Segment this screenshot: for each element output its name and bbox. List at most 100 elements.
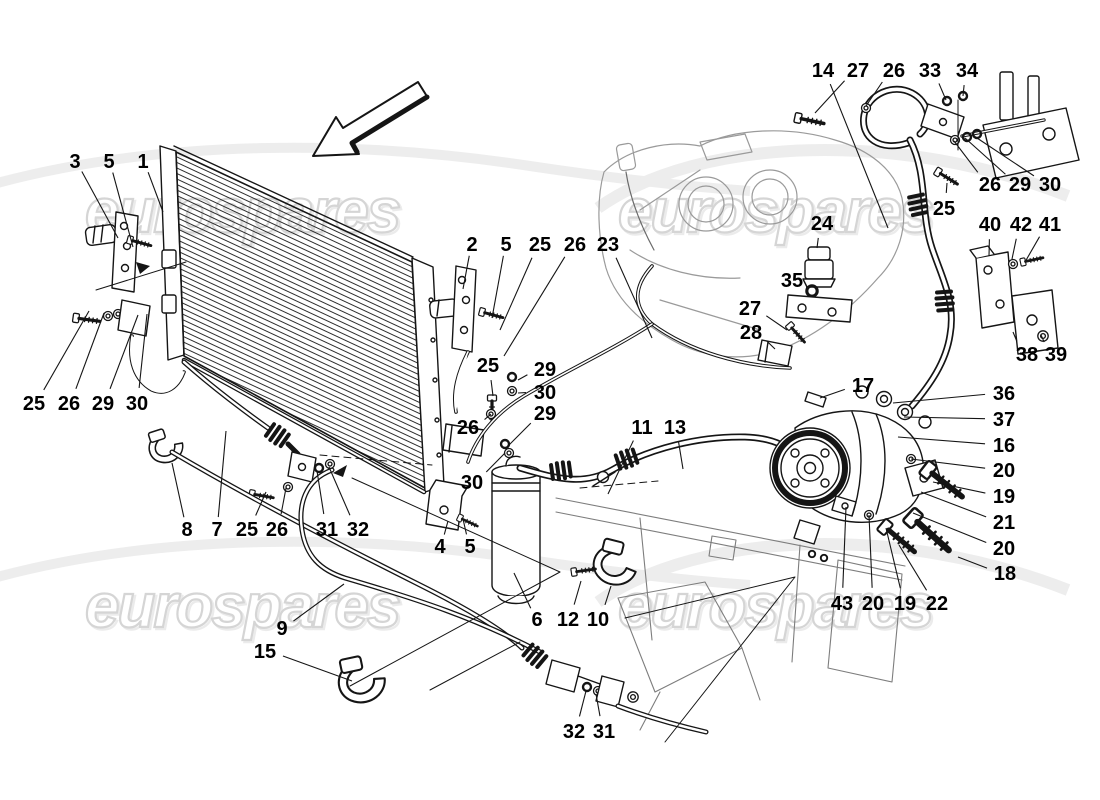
callout-label: 29 bbox=[534, 359, 556, 381]
drier-cluster bbox=[425, 371, 541, 605]
fitting-pin bbox=[577, 675, 601, 685]
subframe-rail bbox=[555, 497, 906, 567]
leader-line bbox=[1040, 334, 1045, 343]
subframe-tower bbox=[827, 559, 903, 683]
callout-label: 27 bbox=[739, 298, 761, 320]
callout-label: 16 bbox=[993, 435, 1015, 457]
mount-hole bbox=[999, 142, 1013, 156]
leader-line bbox=[293, 583, 345, 622]
union-fitting bbox=[596, 470, 610, 484]
condenser-bar-slot bbox=[434, 417, 440, 423]
bracket-hole bbox=[120, 263, 130, 273]
oring-icon bbox=[941, 95, 953, 107]
callout-label: 4 bbox=[434, 536, 446, 558]
engine-detail-line bbox=[659, 299, 761, 331]
direction-arrow-shadow bbox=[349, 94, 430, 155]
pipe-clamp bbox=[143, 423, 188, 468]
leader-line bbox=[491, 255, 504, 319]
throttle-bore-inner bbox=[687, 185, 725, 223]
callout-label: 25 bbox=[23, 393, 45, 415]
pipe-clamp-bracket bbox=[757, 339, 793, 367]
leader-line bbox=[503, 256, 566, 357]
callout-label: 17 bbox=[852, 375, 874, 397]
leader-line bbox=[814, 80, 845, 114]
manifold-cluster bbox=[757, 246, 853, 367]
compressor-port-inner bbox=[900, 407, 910, 417]
pipe-clamp bbox=[332, 650, 390, 708]
leader-line bbox=[932, 481, 986, 494]
compressor-pulley-belt bbox=[772, 430, 848, 506]
callout-label: 5 bbox=[500, 234, 511, 256]
manifold-block bbox=[785, 294, 853, 323]
leader-line bbox=[885, 527, 901, 589]
subframe-post bbox=[791, 544, 801, 663]
dashed-line bbox=[319, 454, 433, 466]
leader-line bbox=[615, 257, 653, 339]
plug-rib bbox=[436, 299, 440, 317]
leader-line bbox=[819, 388, 845, 399]
pipe-bracket-block bbox=[117, 299, 151, 337]
engine-body bbox=[598, 130, 905, 358]
hose13-core bbox=[518, 435, 799, 482]
condenser-bar-slot bbox=[436, 452, 442, 458]
callout-label: 26 bbox=[457, 417, 479, 439]
mount-bracket-plate bbox=[451, 265, 477, 353]
leader-line bbox=[109, 314, 139, 390]
callout-label: 18 bbox=[994, 563, 1016, 585]
leader-line bbox=[938, 83, 947, 101]
receiver-drier bbox=[491, 455, 541, 605]
callout-label: 15 bbox=[254, 641, 276, 663]
callout-label: 30 bbox=[534, 382, 556, 404]
compressor-port bbox=[855, 385, 869, 399]
leader-line bbox=[43, 310, 90, 391]
mount-post bbox=[999, 71, 1014, 121]
callout-label: 30 bbox=[126, 393, 148, 415]
leader-line bbox=[607, 440, 634, 495]
leader-line bbox=[973, 135, 1035, 177]
bracket-fold bbox=[764, 341, 769, 363]
leader-line bbox=[910, 458, 986, 469]
washer-icon bbox=[1007, 258, 1019, 270]
leader-line bbox=[462, 518, 468, 535]
leader-line bbox=[147, 171, 164, 213]
compressor-seam bbox=[875, 413, 886, 515]
washer-icon bbox=[860, 102, 872, 114]
assembly-arrow-icon bbox=[136, 262, 150, 274]
condenser-mount-tab bbox=[161, 249, 177, 269]
callout-label: 22 bbox=[926, 593, 948, 615]
condenser-bottom-tube-core bbox=[183, 359, 425, 493]
leader-line bbox=[81, 171, 119, 239]
throttle-bore-inner bbox=[751, 178, 789, 216]
leader-line bbox=[217, 430, 227, 518]
bolt-icon bbox=[476, 305, 506, 323]
manifold-port bbox=[827, 307, 837, 317]
swoosh-curve bbox=[0, 142, 751, 196]
engine-mount-cluster bbox=[931, 71, 1080, 190]
callout-label: 25 bbox=[933, 198, 955, 220]
leader-line bbox=[484, 413, 492, 420]
ac-line-pipe-23 bbox=[466, 264, 792, 464]
bracket-hole bbox=[995, 299, 1005, 309]
callout-label: 30 bbox=[461, 472, 483, 494]
pulley-hole bbox=[790, 448, 800, 458]
swoosh-curve bbox=[0, 536, 751, 590]
bracket-tab bbox=[969, 245, 995, 259]
callout-label: 14 bbox=[812, 60, 835, 82]
reference-lines bbox=[319, 454, 796, 743]
union-block bbox=[287, 451, 317, 483]
subframe-post bbox=[639, 517, 653, 641]
dashed-line bbox=[579, 480, 659, 489]
bracket-hole bbox=[1026, 314, 1038, 326]
callout-label: 35 bbox=[781, 270, 803, 292]
plug-rib bbox=[92, 225, 96, 244]
leader-line bbox=[1012, 331, 1018, 342]
callout-label: 10 bbox=[587, 609, 609, 631]
leader-line bbox=[766, 315, 788, 331]
group-line bbox=[349, 477, 561, 687]
callout-label: 25 bbox=[236, 519, 258, 541]
bracket-hole bbox=[439, 505, 449, 515]
watermark-text-shadow: eurospares bbox=[87, 574, 402, 643]
drier-inlet bbox=[505, 455, 521, 467]
pipe23-b-core bbox=[467, 323, 653, 463]
